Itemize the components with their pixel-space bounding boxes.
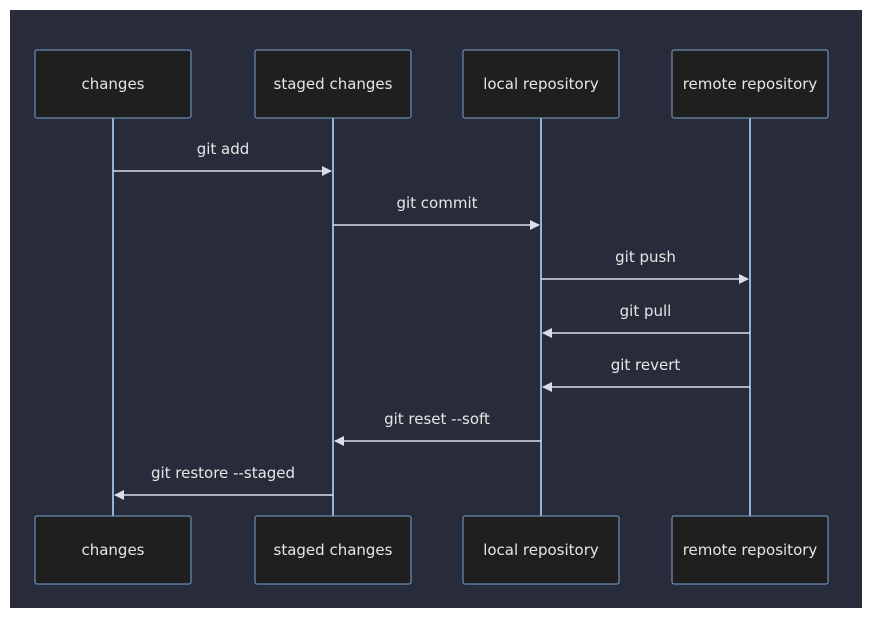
actor-box-staged-top: staged changes <box>254 49 412 119</box>
message-label: git commit <box>396 194 477 212</box>
message-7: git restore --staged <box>114 464 333 500</box>
actor-box-changes-bottom: changes <box>34 515 192 585</box>
actor-label: remote repository <box>683 541 818 559</box>
lifelines <box>112 118 751 516</box>
actor-box-remote-top: remote repository <box>671 49 829 119</box>
message-6: git reset --soft <box>334 410 541 446</box>
message-2: git commit <box>333 194 540 230</box>
message-3: git push <box>541 248 749 284</box>
message-5: git revert <box>542 356 750 392</box>
message-label: git restore --staged <box>151 464 295 482</box>
message-1: git add <box>113 140 332 176</box>
actor-box-changes-top: changes <box>34 49 192 119</box>
actor-label: staged changes <box>274 75 393 93</box>
message-label: git push <box>615 248 676 266</box>
actor-label: remote repository <box>683 75 818 93</box>
actor-label: changes <box>81 75 144 93</box>
message-label: git add <box>197 140 250 158</box>
message-label: git pull <box>620 302 672 320</box>
message-label: git revert <box>611 356 681 374</box>
message-label: git reset --soft <box>384 410 490 428</box>
actor-label: staged changes <box>274 541 393 559</box>
actor-label: local repository <box>483 541 599 559</box>
actor-label: local repository <box>483 75 599 93</box>
actors: changes changes staged changes staged chang… <box>34 49 829 585</box>
actor-box-remote-bottom: remote repository <box>671 515 829 585</box>
actor-box-local-top: local repository <box>462 49 620 119</box>
message-4: git pull <box>542 302 750 338</box>
actor-label: changes <box>81 541 144 559</box>
messages: git add git commit git push git pull git rev… <box>113 140 750 500</box>
actor-box-local-bottom: local repository <box>462 515 620 585</box>
actor-box-staged-bottom: staged changes <box>254 515 412 585</box>
